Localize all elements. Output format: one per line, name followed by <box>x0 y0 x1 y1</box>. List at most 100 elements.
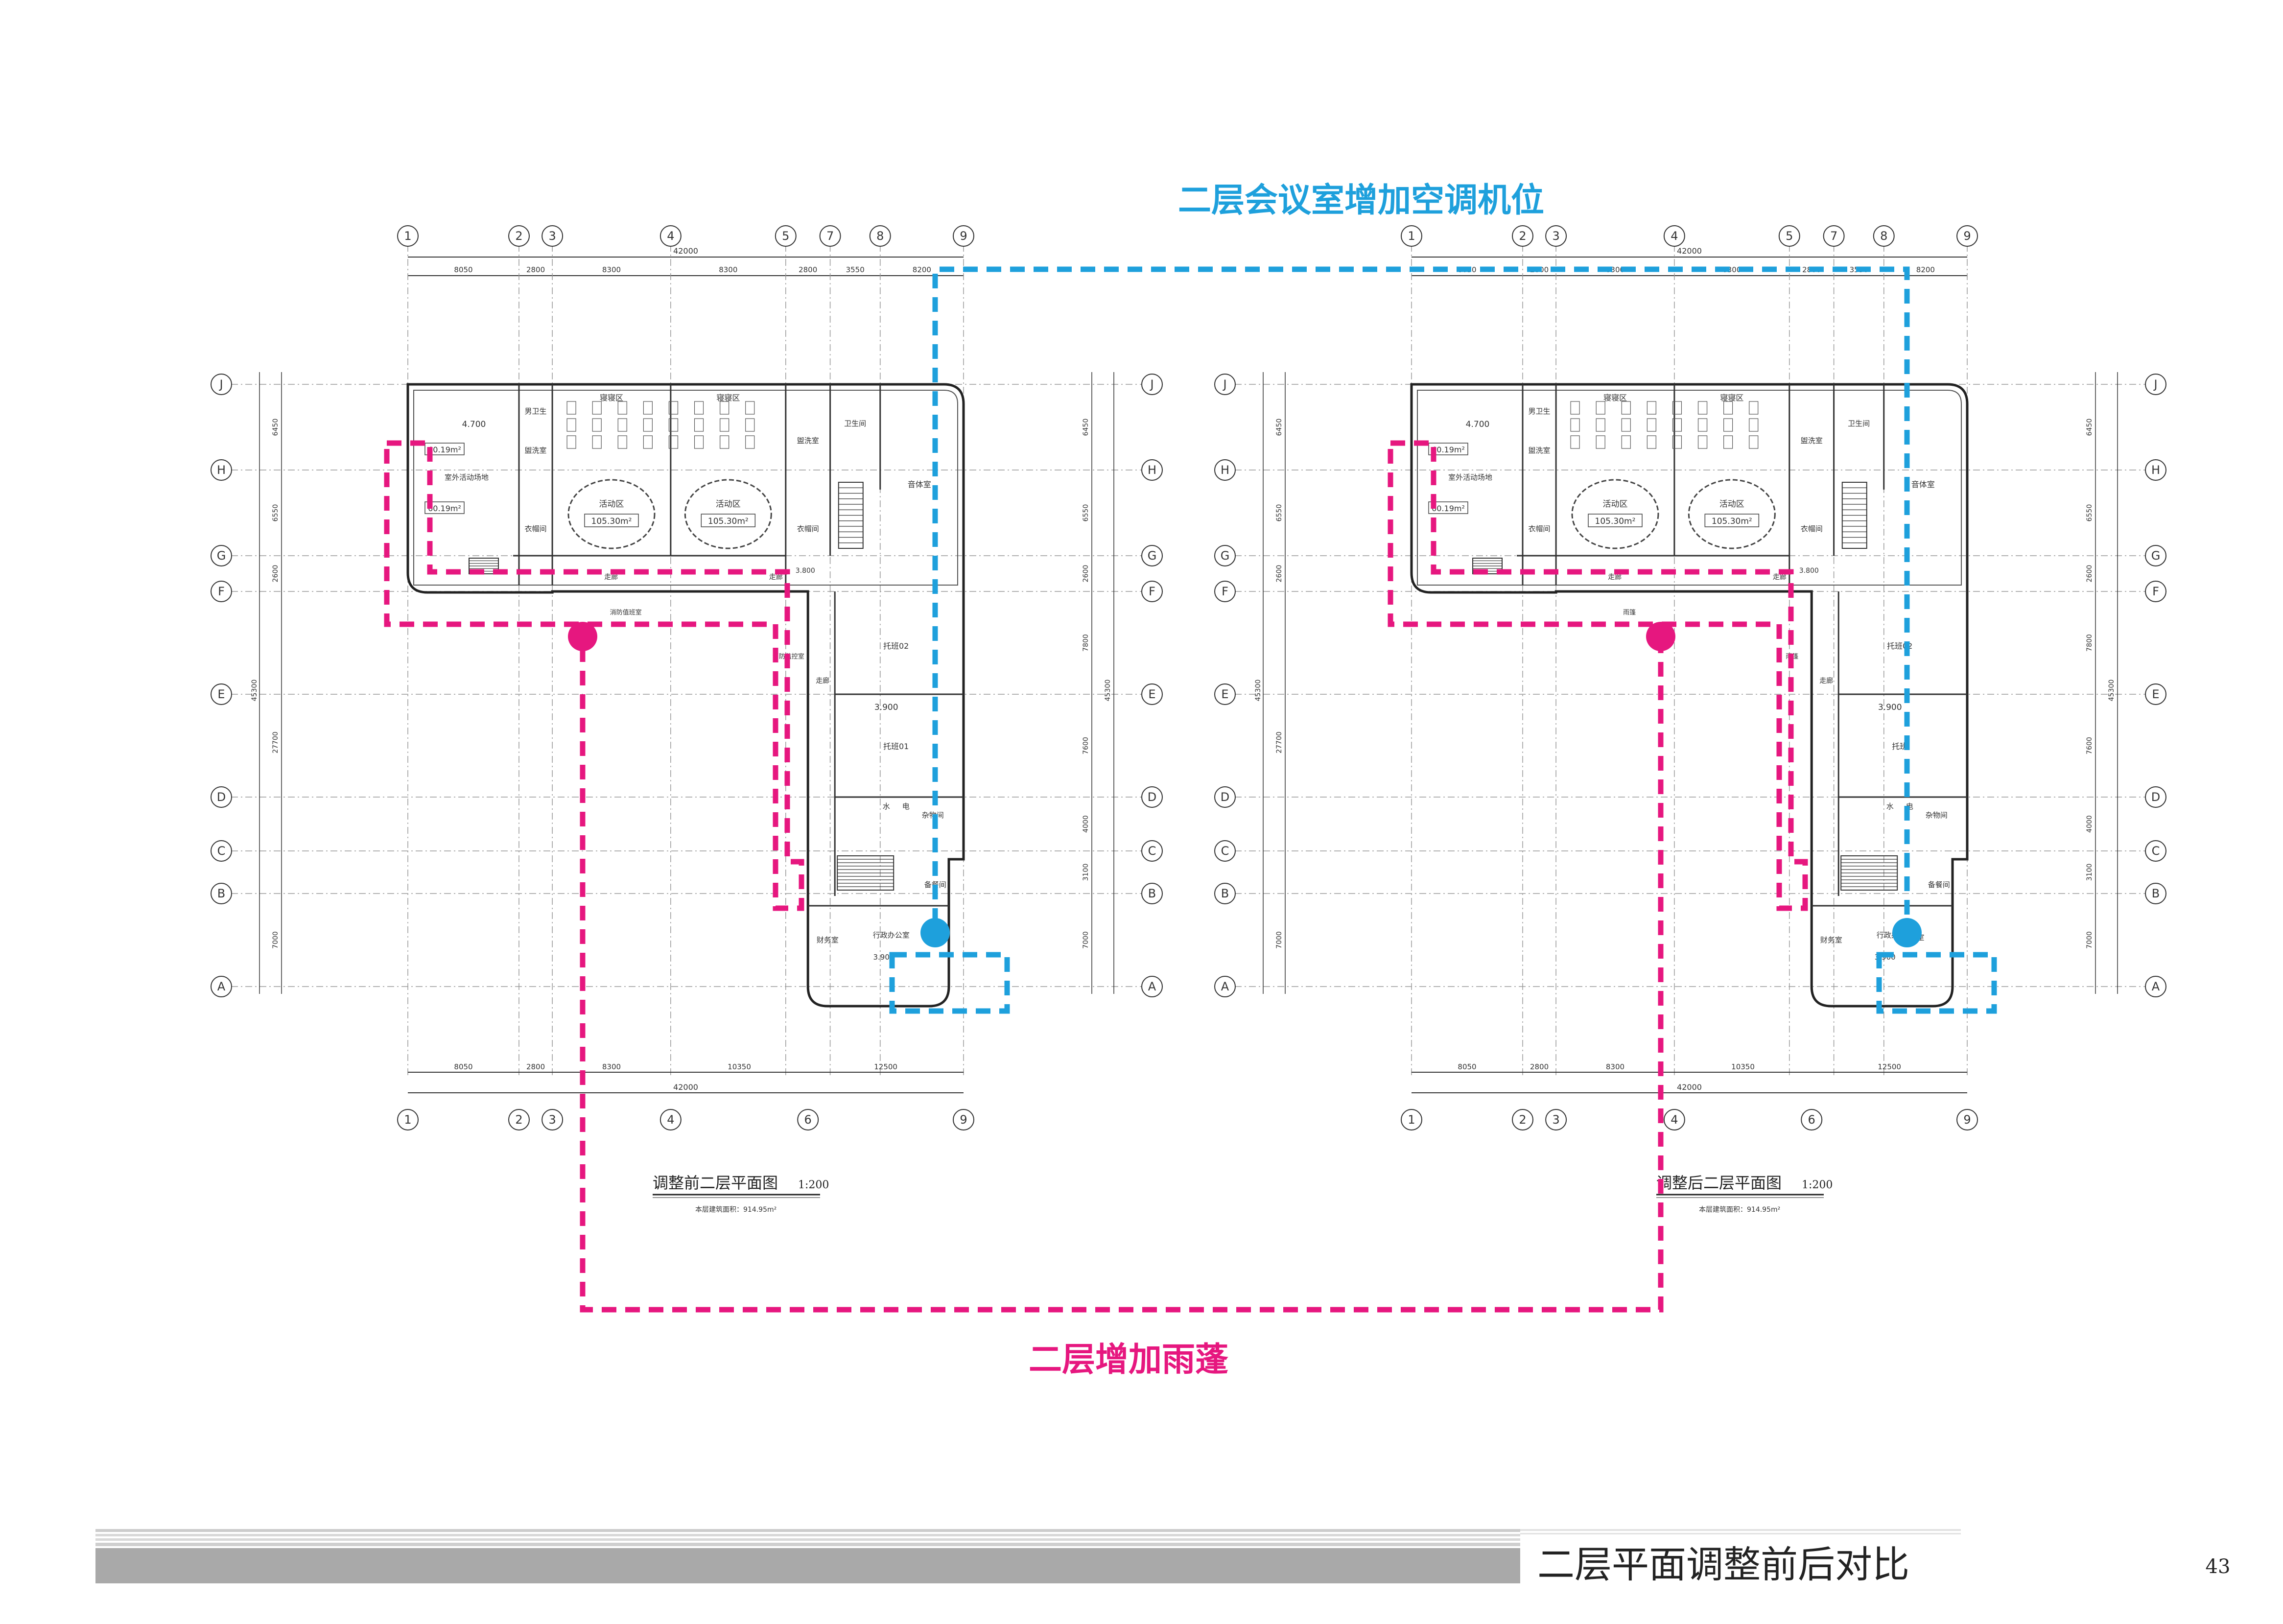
axis-bubble-right <box>2145 786 2166 808</box>
axis-label-left: F <box>1222 585 1228 598</box>
axis-label-right: J <box>2153 377 2157 391</box>
axis-bubble-left <box>211 374 232 395</box>
plan-title: 调整后二层平面图 <box>1656 1174 1782 1192</box>
room-label: 衣帽间 <box>797 524 819 533</box>
bed <box>1570 435 1580 449</box>
bed <box>643 435 653 449</box>
axis-bubble-left <box>1214 883 1236 904</box>
room-label: 卫生间 <box>1848 419 1870 428</box>
axis-label-right: G <box>1148 549 1157 563</box>
axis-label-bottom: 4 <box>1671 1113 1678 1127</box>
room-label: 走廊 <box>1773 573 1787 581</box>
bed <box>1697 435 1708 449</box>
dim-left-label: 7000 <box>272 931 280 949</box>
bed <box>1570 401 1580 415</box>
building-outline <box>406 383 965 1008</box>
axis-bubble-left <box>211 840 232 862</box>
room-label: 行政办公室 <box>873 931 910 940</box>
dim-left-label: 27700 <box>272 731 280 753</box>
axis-bubble-bottom <box>1663 1109 1685 1130</box>
level-mark: 3.800 <box>796 567 815 575</box>
axis-bubble-bottom <box>508 1109 530 1130</box>
annotation-bottom: 二层增加雨蓬 <box>1029 1341 1228 1379</box>
axis-bubble-top <box>397 225 419 247</box>
dim-right-label: 7000 <box>2086 931 2094 949</box>
level-mark: 3.90 <box>873 953 889 962</box>
dim-left-total: 45300 <box>1254 680 1262 702</box>
room-label: 走廊 <box>604 573 618 581</box>
building-outline <box>1410 383 1969 1008</box>
axis-label-left: E <box>1221 687 1228 701</box>
room-label: 寝寝区 <box>1720 393 1743 402</box>
dim-top-total: 42000 <box>1677 246 1702 256</box>
axis-label-left: B <box>217 887 225 900</box>
highlight-ac-after <box>1876 952 1997 1014</box>
axis-label-top: 8 <box>1880 229 1887 243</box>
bed <box>694 435 704 449</box>
axis-bubble-top <box>1956 225 1978 247</box>
room-label: 雨篷 <box>1623 609 1636 616</box>
dim-left-label: 6450 <box>1275 419 1283 436</box>
axis-bubble-bottom <box>397 1109 419 1130</box>
axis-bubble-top <box>775 225 797 247</box>
axis-bubble-top <box>1823 225 1845 247</box>
bed <box>617 435 627 449</box>
axis-label-bottom: 1 <box>404 1113 411 1127</box>
axis-label-bottom: 2 <box>515 1113 522 1127</box>
bed <box>1723 401 1733 415</box>
level-mark: 4.700 <box>1466 420 1490 429</box>
axis-bubble-bottom <box>953 1109 974 1130</box>
area-box <box>1428 443 1468 455</box>
room-area: 60.19m² <box>428 445 461 454</box>
axis-label-left: H <box>1221 463 1229 477</box>
axis-label-top: 1 <box>404 229 411 243</box>
bed <box>1723 435 1733 449</box>
bed <box>1596 435 1605 449</box>
dim-right-label: 4000 <box>2086 815 2094 833</box>
axis-bubble-top <box>819 225 841 247</box>
axis-label-top: 3 <box>1552 229 1559 243</box>
dim-right-total: 45300 <box>1104 680 1112 702</box>
activity-ring <box>1571 479 1659 549</box>
room-label: 走廊 <box>1608 573 1622 581</box>
axis-bubble-left <box>1214 545 1236 566</box>
bed <box>1621 418 1631 432</box>
bed <box>668 401 679 415</box>
axis-label-top: 9 <box>960 229 967 243</box>
room-label: 水 <box>1886 802 1894 811</box>
axis-bubble-top <box>508 225 530 247</box>
axis-label-top: 7 <box>1830 229 1837 243</box>
axis-label-right: B <box>2152 887 2160 900</box>
axis-label-left: D <box>217 790 226 804</box>
axis-bubble-right <box>1141 459 1163 481</box>
room-area: 105.30m² <box>1712 517 1752 526</box>
bed <box>745 435 755 449</box>
level-mark: 3.900 <box>874 703 898 712</box>
dim-right-label: 3100 <box>1082 864 1090 881</box>
dim-top-label: 8050 <box>454 265 472 274</box>
axis-bubble-right <box>1141 786 1163 808</box>
room-label: 财务室 <box>817 936 839 944</box>
area-box <box>1704 514 1760 527</box>
highlight-canopy-before <box>384 440 804 911</box>
axis-label-bottom: 1 <box>1408 1113 1415 1127</box>
bed <box>592 401 602 415</box>
axis-label-right: F <box>1149 585 1155 598</box>
axis-label-right: H <box>2151 463 2160 477</box>
plan-scale: 1:200 <box>1802 1179 1833 1191</box>
axis-bubble-left <box>1214 840 1236 862</box>
room-area: 105.30m² <box>591 517 632 526</box>
bed <box>1672 418 1682 432</box>
dim-left-label: 6550 <box>1275 504 1283 522</box>
axis-label-top: 7 <box>826 229 834 243</box>
plan-area: 本层建筑面积：914.95m² <box>695 1206 777 1214</box>
dim-bottom-label: 2800 <box>1530 1062 1549 1071</box>
room-label: 盥洗室 <box>797 436 819 445</box>
axis-bubble-right <box>2145 459 2166 481</box>
bed <box>668 435 679 449</box>
dim-left-label: 27700 <box>1275 731 1283 753</box>
bed <box>1596 401 1605 415</box>
room-label: 盥洗室 <box>525 446 547 455</box>
dim-bottom-label: 8300 <box>602 1062 621 1071</box>
